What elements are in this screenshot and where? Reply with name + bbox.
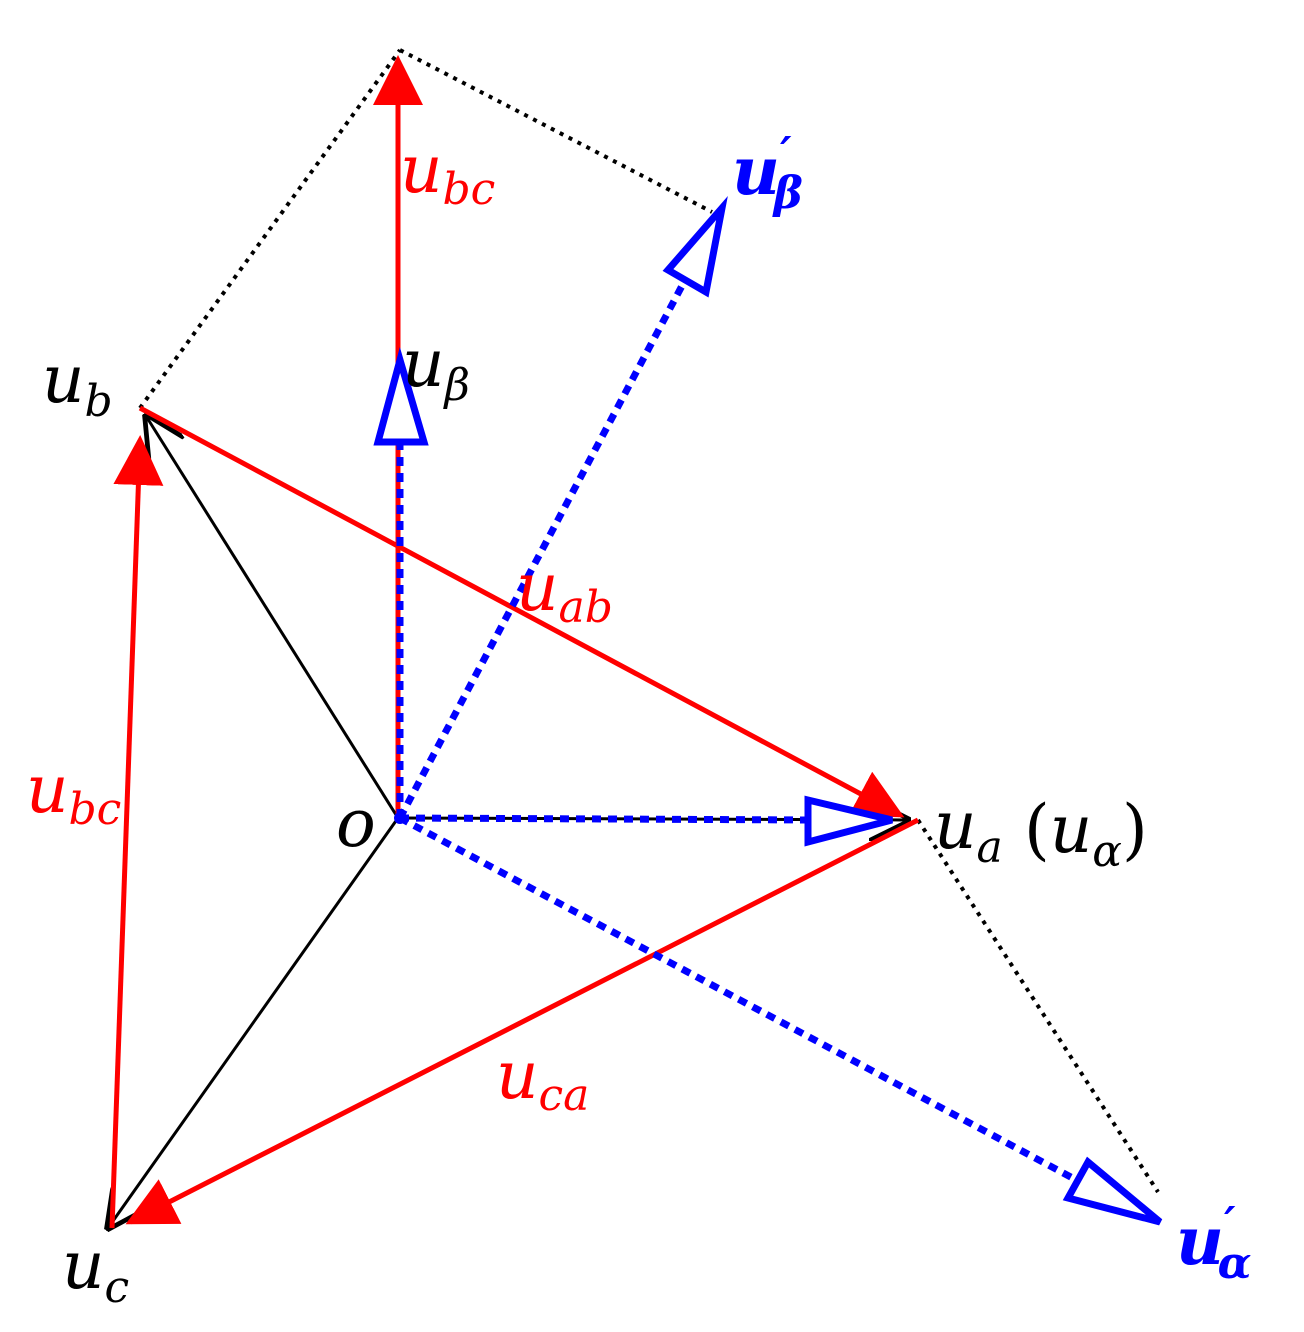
label-ubeta-prime: u′β bbox=[732, 128, 803, 219]
dotted-ua-to-ualpha-prime bbox=[916, 818, 1160, 1194]
label-uc: uc bbox=[62, 1227, 129, 1313]
construction-lines bbox=[138, 48, 1160, 1194]
label-uca: uca bbox=[496, 1037, 589, 1121]
label-ualpha-prime: u′α bbox=[1176, 1198, 1251, 1289]
axis-ualpha bbox=[399, 814, 811, 824]
vector-uca bbox=[125, 817, 920, 1225]
blue-arrowheads bbox=[373, 195, 1163, 1226]
label-ub: ub bbox=[42, 341, 113, 427]
label-uab: uab bbox=[516, 549, 613, 633]
origin-point bbox=[394, 812, 406, 824]
vector-uab bbox=[138, 405, 905, 818]
labels: o ua (uα) ub uc uβ ubc ubc uab uca u bbox=[26, 128, 1251, 1313]
arrowhead-ualpha bbox=[804, 795, 893, 847]
label-ua: ua bbox=[934, 787, 1003, 873]
transformed-axes bbox=[396, 280, 1082, 1186]
label-ubc-left: ubc bbox=[26, 751, 121, 835]
vector-ubc-left bbox=[109, 435, 164, 1229]
vector-ub bbox=[146, 416, 400, 819]
arrowhead-ubeta-prime bbox=[662, 195, 728, 298]
arrowhead-ubeta bbox=[373, 347, 429, 446]
axis-ubeta-prime bbox=[396, 280, 688, 820]
dotted-top-to-ubeta-prime bbox=[399, 48, 713, 214]
arrowhead-ualpha-prime bbox=[1062, 1156, 1163, 1226]
axis-ualpha-prime bbox=[398, 814, 1082, 1186]
label-ubeta: uβ bbox=[402, 325, 470, 411]
label-ualpha: (uα) bbox=[1024, 791, 1148, 877]
label-ubc-top: ubc bbox=[400, 131, 495, 215]
dotted-ub-to-top bbox=[138, 48, 402, 410]
label-origin: o bbox=[336, 785, 376, 862]
vector-uc bbox=[108, 817, 400, 1228]
